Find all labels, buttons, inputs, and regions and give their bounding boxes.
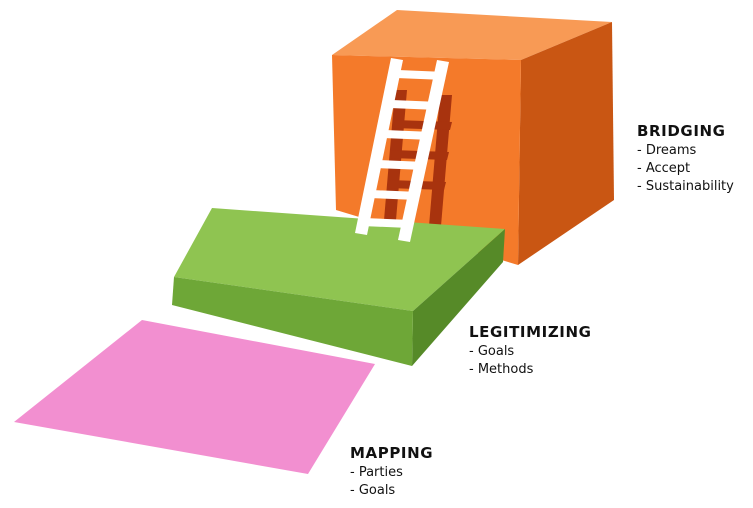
bridging-label: BRIDGING Dreams Accept Sustainability	[637, 122, 734, 196]
mapping-label: MAPPING Parties Goals	[350, 444, 433, 500]
bridging-title: BRIDGING	[637, 122, 734, 141]
mapping-item: Goals	[350, 482, 433, 500]
mapping-item: Parties	[350, 464, 433, 482]
mapping-plane	[14, 320, 375, 474]
legitimizing-label: LEGITIMIZING Goals Methods	[469, 323, 592, 379]
mapping-title: MAPPING	[350, 444, 433, 463]
bridging-items: Dreams Accept Sustainability	[637, 142, 734, 196]
bridging-cube-side	[518, 22, 614, 265]
legitimizing-item: Goals	[469, 343, 592, 361]
bridging-item: Accept	[637, 160, 734, 178]
legitimizing-items: Goals Methods	[469, 343, 592, 379]
bridging-item: Sustainability	[637, 178, 734, 196]
bridging-item: Dreams	[637, 142, 734, 160]
legitimizing-title: LEGITIMIZING	[469, 323, 592, 342]
mapping-items: Parties Goals	[350, 464, 433, 500]
legitimizing-item: Methods	[469, 361, 592, 379]
